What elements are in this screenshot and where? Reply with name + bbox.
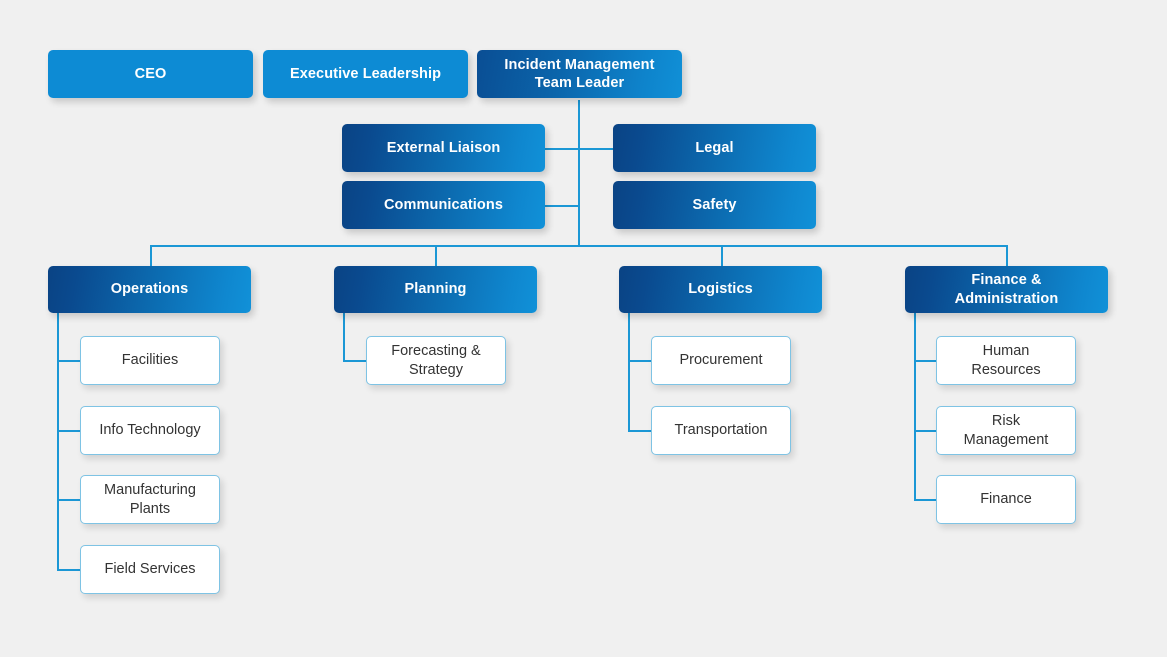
node-transportation-label: Transportation [674,422,768,439]
connector-bus-drop-finance [1006,245,1008,268]
connector-imt-spine [578,100,580,246]
connector-main-bus [150,245,1008,247]
connector-logistics-stub-2 [628,430,652,432]
node-executive-leadership-label: Executive Leadership [289,65,442,82]
connector-imt-to-external-liaison [544,148,579,150]
node-logistics[interactable]: Logistics [619,266,822,313]
node-executive-leadership[interactable]: Executive Leadership [263,50,468,98]
connector-finance-stub-3 [914,499,938,501]
node-human-resources-label: Human Resources [971,342,1041,378]
connector-bus-drop-planning [435,245,437,268]
node-incident-management-team-leader[interactable]: Incident Management Team Leader [477,50,682,98]
node-transportation[interactable]: Transportation [651,406,791,455]
node-incident-management-team-leader-label: Incident Management Team Leader [504,56,655,91]
node-finance-label: Finance [980,491,1032,508]
node-ceo[interactable]: CEO [48,50,253,98]
node-planning[interactable]: Planning [334,266,537,313]
connector-operations-stub-4 [57,569,81,571]
node-communications[interactable]: Communications [342,181,545,229]
node-communications-label: Communications [383,196,504,213]
node-operations[interactable]: Operations [48,266,251,313]
node-legal[interactable]: Legal [613,124,816,172]
connector-logistics-spine [628,312,630,431]
connector-imt-to-legal [578,148,614,150]
node-finance-administration-label: Finance & Administration [954,272,1059,307]
connector-planning-stub-1 [343,360,367,362]
connector-operations-stub-3 [57,499,81,501]
connector-finance-stub-1 [914,360,938,362]
node-procurement-label: Procurement [679,352,763,369]
node-info-technology[interactable]: Info Technology [80,406,220,455]
connector-bus-drop-operations [150,245,152,268]
node-facilities-label: Facilities [121,352,179,369]
connector-operations-stub-1 [57,360,81,362]
node-finance-administration[interactable]: Finance & Administration [905,266,1108,313]
node-operations-label: Operations [110,281,189,298]
node-logistics-label: Logistics [688,281,753,298]
node-field-services-label: Field Services [104,561,196,578]
node-forecasting-strategy-label: Forecasting & Strategy [391,342,481,378]
node-legal-label: Legal [695,139,734,156]
node-finance[interactable]: Finance [936,475,1076,524]
node-facilities[interactable]: Facilities [80,336,220,385]
node-safety-label: Safety [692,196,737,213]
node-planning-label: Planning [404,281,467,298]
node-safety[interactable]: Safety [613,181,816,229]
node-external-liaison[interactable]: External Liaison [342,124,545,172]
node-manufacturing-plants-label: Manufacturing Plants [104,481,196,517]
node-procurement[interactable]: Procurement [651,336,791,385]
node-field-services[interactable]: Field Services [80,545,220,594]
node-external-liaison-label: External Liaison [386,139,501,156]
connector-bus-drop-logistics [721,245,723,268]
connector-logistics-stub-1 [628,360,652,362]
node-manufacturing-plants[interactable]: Manufacturing Plants [80,475,220,524]
connector-finance-spine [914,312,916,500]
connector-operations-stub-2 [57,430,81,432]
connector-operations-spine [57,312,59,570]
node-risk-management[interactable]: Risk Management [936,406,1076,455]
connector-finance-stub-2 [914,430,938,432]
node-info-technology-label: Info Technology [99,422,201,439]
connector-planning-spine [343,312,345,361]
node-human-resources[interactable]: Human Resources [936,336,1076,385]
node-risk-management-label: Risk Management [963,412,1049,448]
node-ceo-label: CEO [134,65,167,82]
node-forecasting-strategy[interactable]: Forecasting & Strategy [366,336,506,385]
connector-imt-to-communications [544,205,579,207]
